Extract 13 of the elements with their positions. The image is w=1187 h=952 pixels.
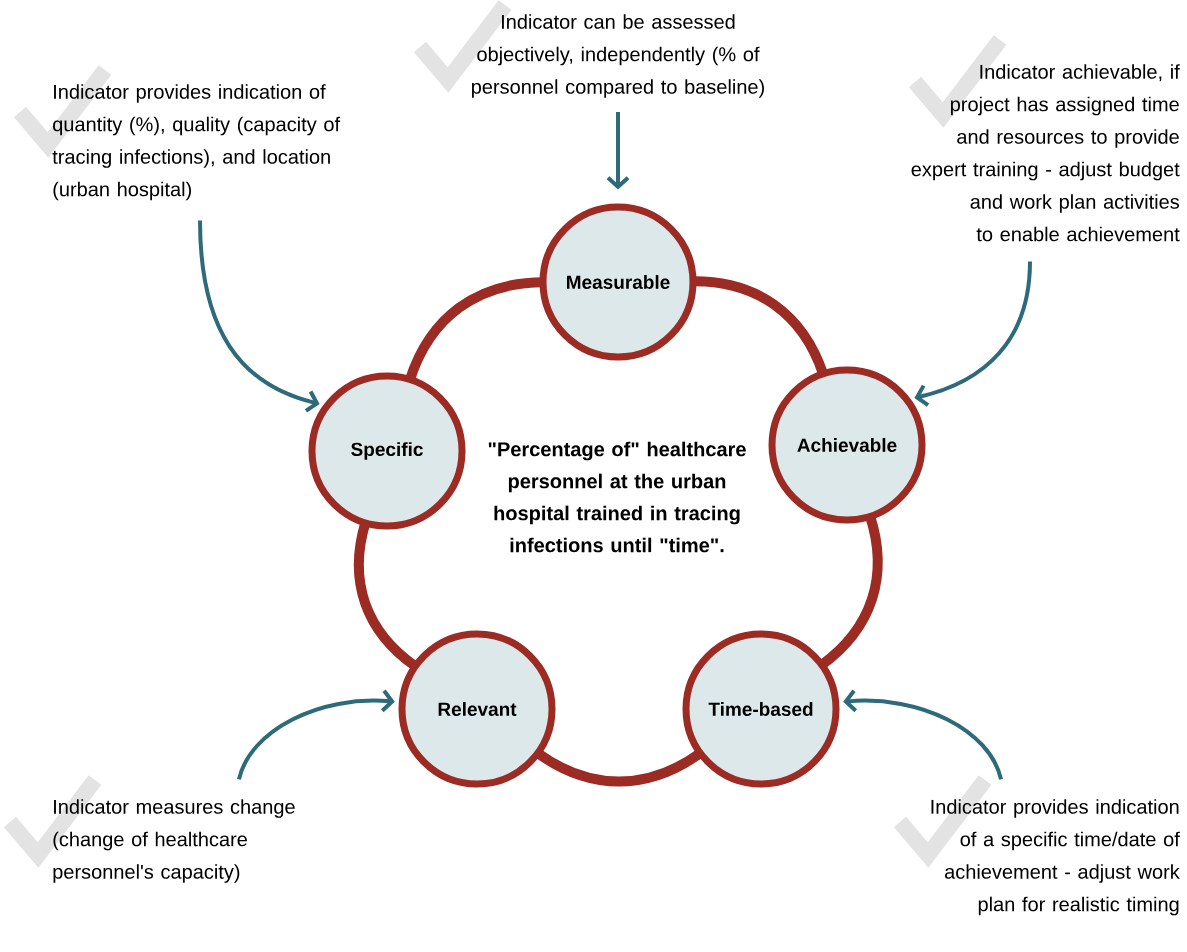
arrow: [606, 112, 630, 190]
annotation-text: Indicator provides indication of a specific time/date of achievement - adjust work plan for realistic timing: [931, 799, 1180, 916]
annotation-text: Indicator can be assessed objectively, independently (% of personnel compared to baseline): [472, 14, 764, 98]
arrow: [914, 261, 1032, 407]
annotation-text: Indicator achievable, if project has assigned time and resources to provide expert training - adjust budget and work plan activities to enable achievement: [911, 64, 1180, 242]
ring-segment: [534, 748, 704, 787]
arrow: [198, 220, 320, 413]
ring-segment: [353, 521, 419, 671]
arrow: [843, 689, 1003, 781]
annotation-text: Indicator provides indication of quantity (%), quality (capacity of tracing infections), and location (urban hospital): [52, 84, 341, 201]
annotation-text: Indicator measures change (change of healthcare personnel's capacity): [53, 799, 295, 883]
arrow: [237, 689, 395, 781]
center-text: "Percentage of" healthcare personnel at the urban hospital trained in tracing infections until "time".: [488, 441, 746, 553]
